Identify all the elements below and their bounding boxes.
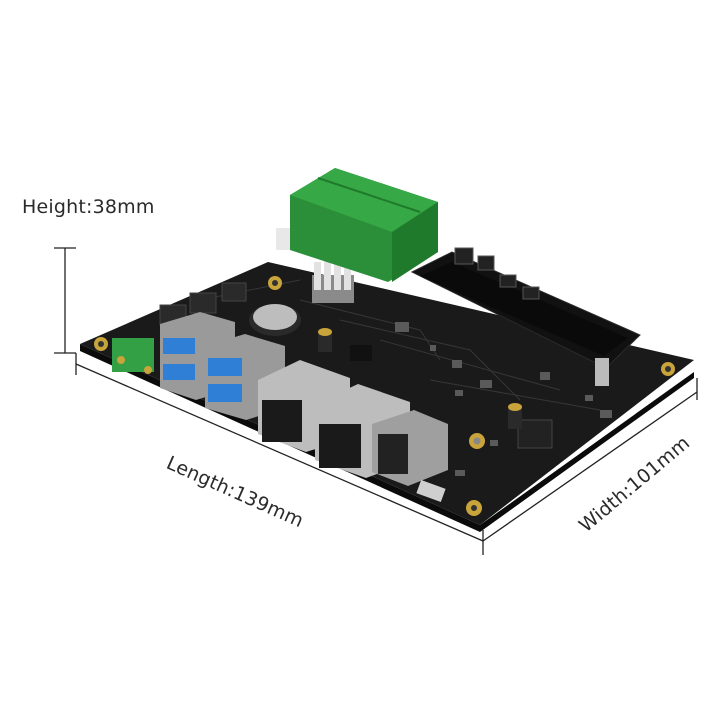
inductors	[159, 282, 553, 449]
green-terminal-block-icon	[276, 168, 438, 282]
so-dimm-slot-icon	[410, 247, 641, 386]
circuit-detail	[199, 279, 601, 411]
height-dimension-line	[54, 247, 77, 375]
hdmi-port-icon	[372, 410, 448, 486]
board-edge	[80, 344, 694, 532]
power-terminal-icon	[112, 338, 154, 374]
capacitors	[318, 328, 522, 429]
heatsink-icon	[312, 258, 354, 303]
length-dimension-line	[75, 363, 484, 555]
height-label: Height:38mm	[22, 196, 155, 218]
coin-battery-icon	[249, 304, 301, 336]
micro-usb-port-icon	[416, 479, 446, 503]
width-dimension-line	[482, 378, 698, 542]
mounting-holes	[94, 276, 675, 516]
